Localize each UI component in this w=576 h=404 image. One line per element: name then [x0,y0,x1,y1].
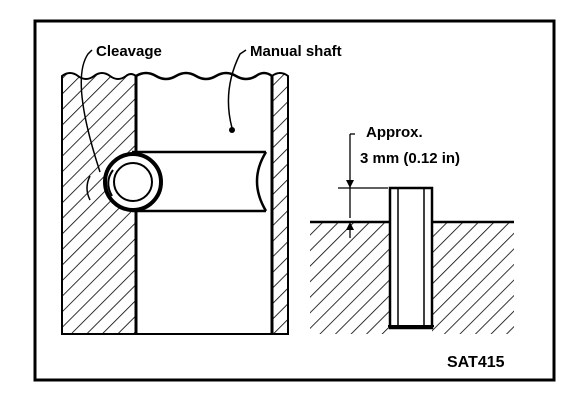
shaft-center-dot [229,127,235,133]
right-housing-wall [271,72,289,335]
manual-shaft [135,71,273,81]
figure-code-label: SAT415 [447,354,505,371]
left-view [61,49,289,335]
manual-shaft-label: Manual shaft [250,43,342,60]
approx-label: Approx. [366,124,423,141]
cleavage-leader [80,49,101,173]
dimension-arrow-down [346,180,354,188]
pin-cleavage-mark [107,169,114,197]
left-housing-wall [61,72,137,335]
base-surface-right [432,222,514,334]
dimension-arrow-up [346,222,354,230]
manual-shaft-leader [227,49,247,129]
right-view [310,133,514,334]
cleavage-label: Cleavage [96,43,162,60]
pin-body [388,186,434,330]
pin-end-arc [255,151,268,212]
figure-frame [33,19,556,382]
dimension-value-label: 3 mm (0.12 in) [360,150,460,167]
base-surface-left [310,222,390,334]
retaining-pin-inner [113,162,153,202]
